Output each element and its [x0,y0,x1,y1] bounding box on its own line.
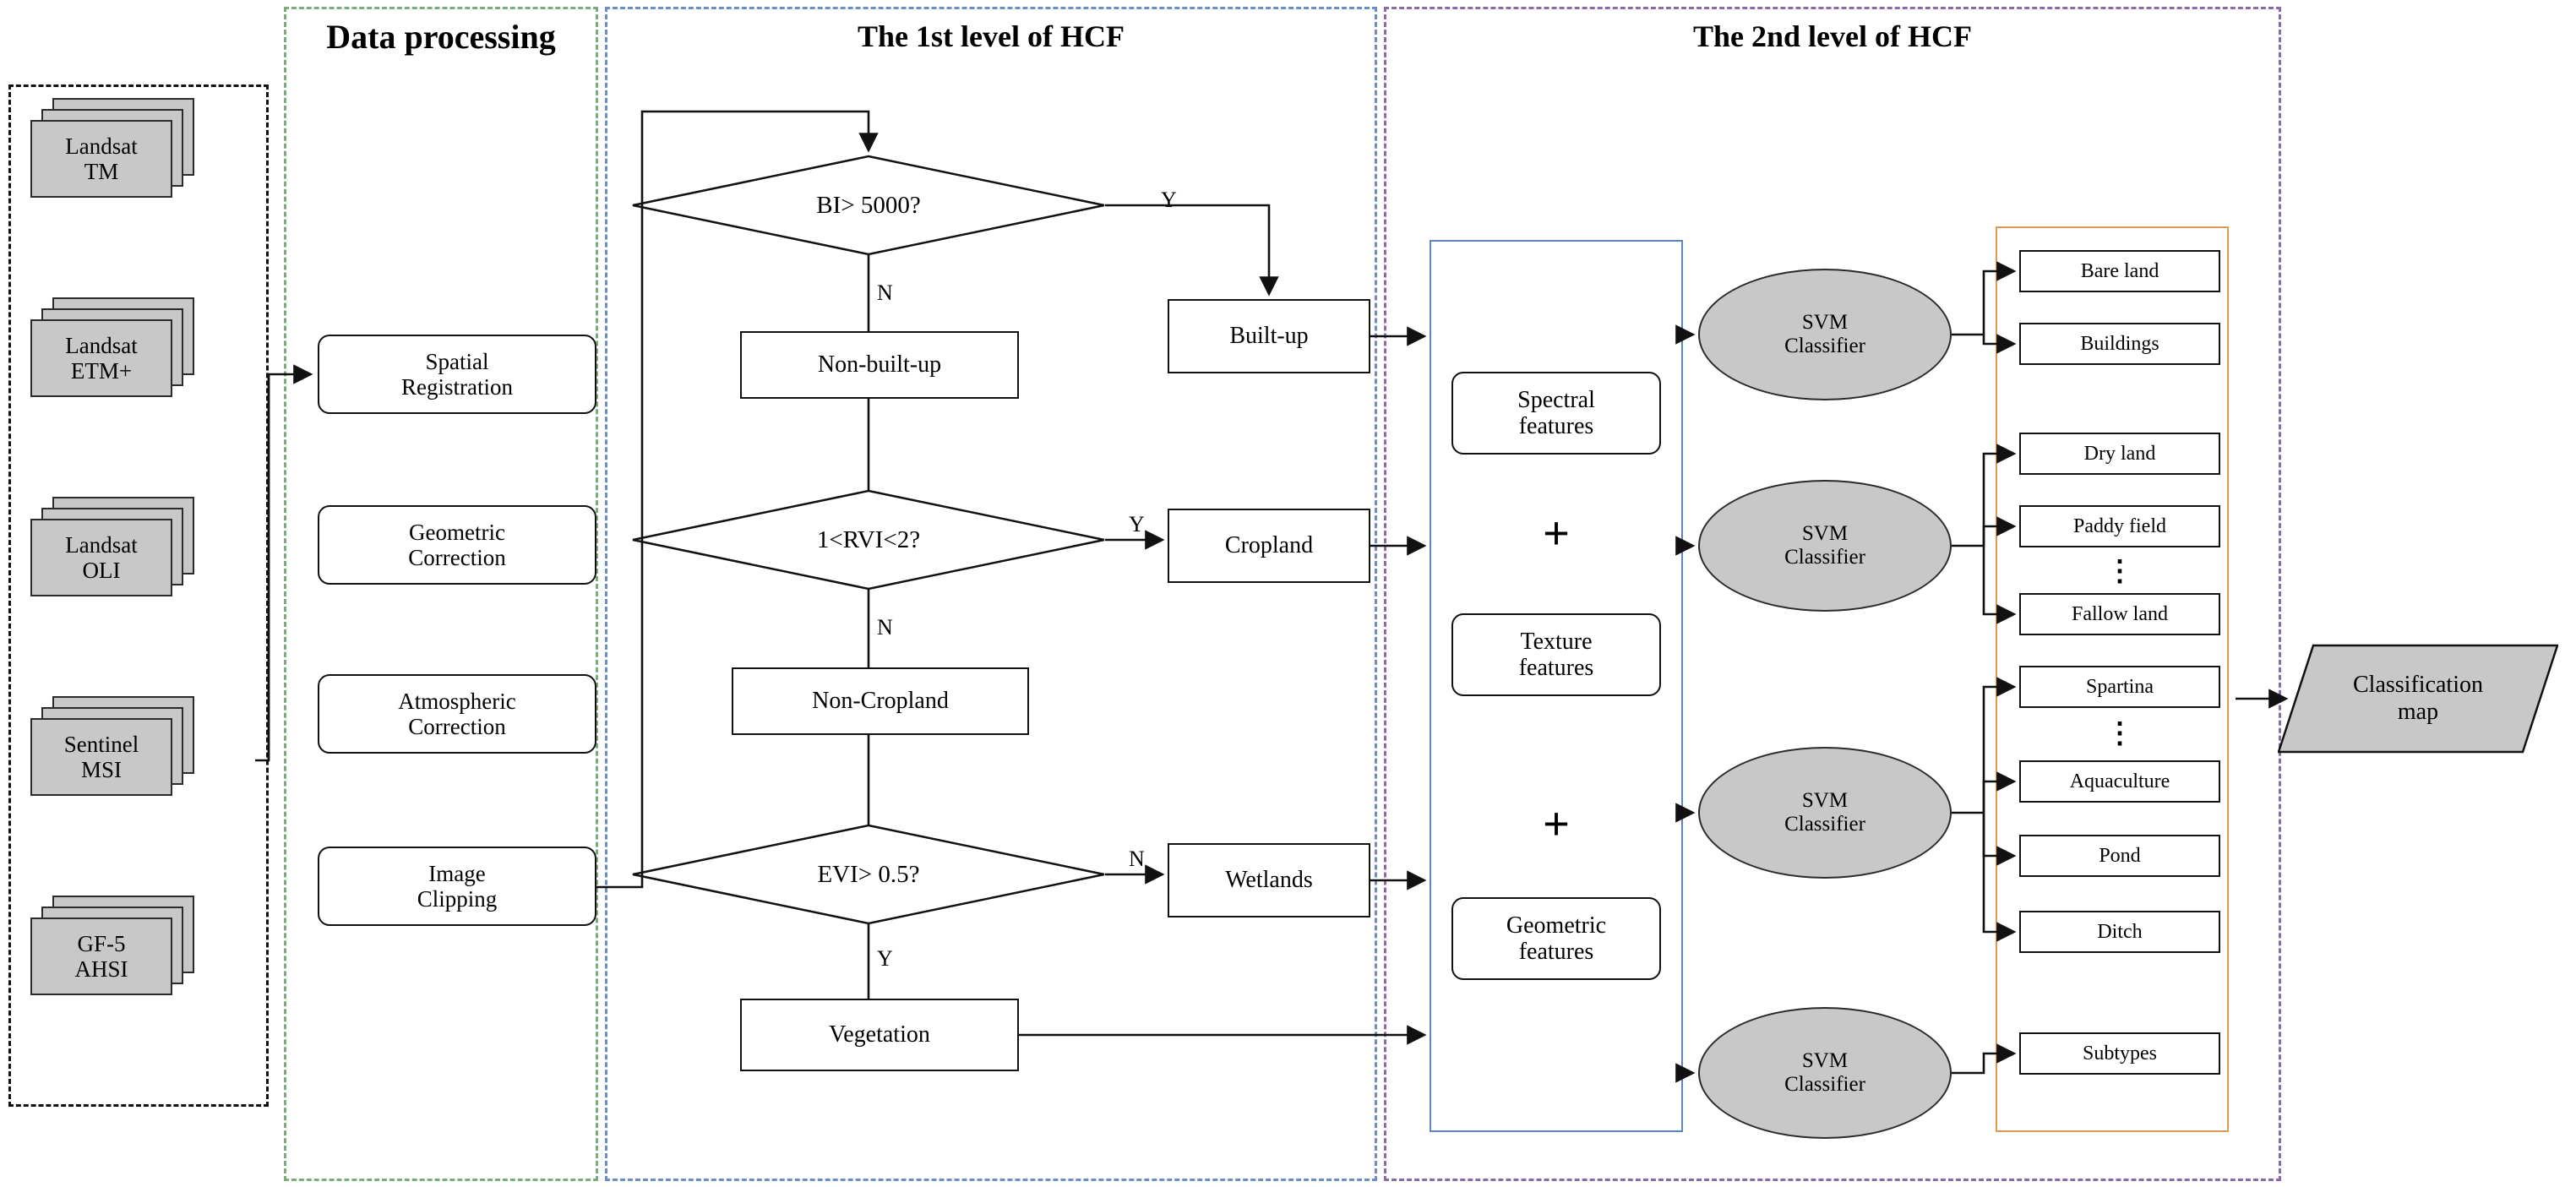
output-bare-land[interactable]: Bare land [2019,250,2220,292]
source-line-2: AHSI [74,956,128,982]
panel-data-processing [284,7,598,1181]
data-source-label: Landsat OLI [30,519,172,596]
svm-line-1: SVM [1801,521,1849,545]
feature-geometric[interactable]: Geometric features [1451,897,1661,980]
class-non-cropland[interactable]: Non-Cropland [732,667,1029,735]
edge-label-evi-no-text: N [1129,847,1145,871]
svm-line-1: SVM [1801,310,1849,334]
classification-map-label: Classification map [2278,644,2558,754]
class-cropland[interactable]: Cropland [1168,509,1370,583]
sheet-front [30,917,172,995]
class-built-up[interactable]: Built-up [1168,299,1370,373]
source-line-1: Landsat [65,133,138,159]
sheet-front [30,120,172,198]
feature-line-1: Geometric [1506,912,1607,939]
output-classes-frame [1996,226,2229,1132]
edge-label-bi-no: N [877,280,893,305]
edge-label-evi-yes-text: Y [877,946,893,971]
output-buildings[interactable]: Buildings [2019,323,2220,365]
decision-label: EVI> 0.5? [817,860,920,888]
output-subtypes[interactable]: Subtypes [2019,1032,2220,1075]
classification-map[interactable]: Classification map [2277,644,2559,754]
process-line-2: Clipping [417,886,498,912]
process-line-2: Correction [408,714,506,739]
output-pond[interactable]: Pond [2019,835,2220,877]
process-line-1: Atmospheric [398,688,516,714]
feature-spectral[interactable]: Spectral features [1451,372,1661,455]
source-line-1: Sentinel [63,731,139,757]
feature-line-2: features [1518,655,1594,681]
svm-line-2: Classifier [1784,335,1865,357]
ellipsis-wetland: ⋮ [2105,718,2134,749]
class-non-built-up[interactable]: Non-built-up [740,331,1019,399]
edge-label-evi-yes: Y [877,946,893,972]
feature-stack-frame [1430,240,1683,1132]
source-line-1: Landsat [65,332,138,358]
parallelogram-shape [2277,644,2559,754]
feature-line-1: Texture [1520,628,1593,655]
output-dry-land[interactable]: Dry land [2019,433,2220,475]
svm-classifier-1[interactable]: SVM Classifier [1698,269,1952,400]
output-aquaculture[interactable]: Aquaculture [2019,760,2220,803]
output-paddy-field[interactable]: Paddy field [2019,505,2220,547]
source-line-2: OLI [82,558,121,583]
data-source-label: Sentinel MSI [30,718,172,796]
process-line-2: Registration [401,374,513,400]
edge-label-rvi-yes: Y [1129,512,1145,536]
source-line-1: GF-5 [77,930,126,956]
edge-label-evi-no: N [1129,847,1145,872]
decision-bi[interactable]: BI> 5000? [632,155,1105,256]
edge-label-bi-yes: Y [1161,188,1177,212]
output-fallow-land[interactable]: Fallow land [2019,593,2220,635]
svm-classifier-4[interactable]: SVM Classifier [1698,1007,1952,1139]
process-atmospheric-correction[interactable]: Atmospheric Correction [318,674,596,754]
process-line-1: Image [428,860,486,886]
panel-title-level1: The 1st level of HCF [858,19,1125,53]
result-line-1: Classification [2353,671,2483,698]
svm-line-1: SVM [1801,788,1849,812]
sheet-front [30,519,172,596]
output-ditch[interactable]: Ditch [2019,911,2220,953]
svm-line-2: Classifier [1784,813,1865,836]
source-line-2: TM [84,159,119,184]
process-geometric-correction[interactable]: Geometric Correction [318,505,596,585]
svm-line-1: SVM [1801,1048,1849,1072]
source-line-2: ETM+ [70,358,133,384]
feature-texture[interactable]: Texture features [1451,613,1661,696]
result-line-2: map [2397,699,2439,725]
plus-symbol-1: + [1543,508,1570,558]
data-source-label: Landsat ETM+ [30,319,172,397]
data-source-label: Landsat TM [30,120,172,198]
decision-evi[interactable]: EVI> 0.5? [632,824,1105,925]
panel-level2-hcf [1384,7,2281,1181]
class-vegetation[interactable]: Vegetation [740,999,1019,1071]
panel-title-level2: The 2nd level of HCF [1693,19,1972,53]
decision-rvi[interactable]: 1<RVI<2? [632,489,1105,591]
decision-label: 1<RVI<2? [816,525,921,553]
process-line-1: Spatial [425,348,489,374]
class-wetlands[interactable]: Wetlands [1168,843,1370,917]
process-line-1: Geometric [409,519,505,545]
output-spartina[interactable]: Spartina [2019,666,2220,708]
plus-symbol-2: + [1543,798,1570,849]
ellipsis-cropland: ⋮ [2105,556,2134,587]
decision-label: BI> 5000? [816,191,921,219]
process-image-clipping[interactable]: Image Clipping [318,847,596,926]
edge-label-rvi-no: N [877,615,893,640]
sheet-front [30,319,172,397]
svm-classifier-3[interactable]: SVM Classifier [1698,747,1952,879]
feature-line-1: Spectral [1517,386,1595,413]
panel-title-data-processing: Data processing [326,18,556,56]
process-line-2: Correction [408,545,506,570]
process-spatial-registration[interactable]: Spatial Registration [318,335,596,414]
svm-line-2: Classifier [1784,1073,1865,1096]
feature-line-2: features [1518,413,1594,439]
feature-line-2: features [1518,939,1594,965]
data-source-label: GF-5 AHSI [30,917,172,995]
source-line-2: MSI [80,757,122,782]
sheet-front [30,718,172,796]
svm-classifier-2[interactable]: SVM Classifier [1698,480,1952,612]
svm-line-2: Classifier [1784,546,1865,569]
source-line-1: Landsat [65,531,138,558]
